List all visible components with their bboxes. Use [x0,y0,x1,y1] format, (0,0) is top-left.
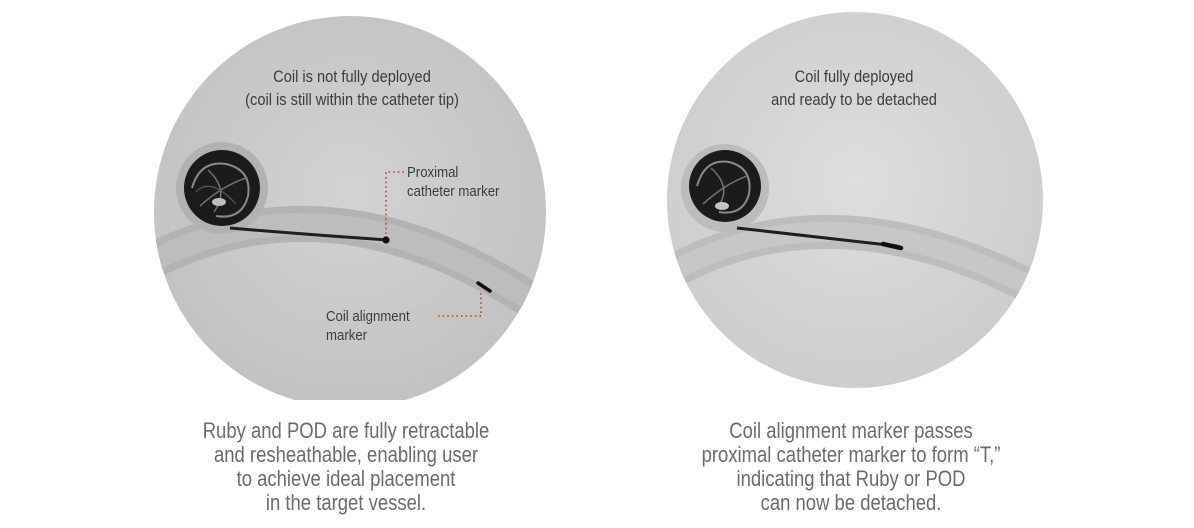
xray-circle [154,16,546,400]
alignment-marker-leader [438,292,482,317]
aligned-markers-t [880,241,904,251]
xray-view-deployed [667,12,1043,388]
xray-circle [667,12,1043,388]
headline-deployed: Coil fully deployed and ready to be deta… [771,67,937,109]
label-proximal-catheter-marker: Proximal catheter marker [407,164,500,200]
embolization-coil [689,150,761,222]
catheter-wire [736,226,898,248]
panel-not-deployed: Coil is not fully deployed (coil is stil… [154,16,546,515]
label-coil-alignment-marker: Coil alignment marker [326,308,410,344]
catheter-wire [229,226,389,242]
panel-deployed: Coil fully deployed and ready to be deta… [597,0,1194,528]
xray-view-not-deployed [154,16,546,400]
headline-not-deployed: Coil is not fully deployed (coil is stil… [245,67,459,109]
proximal-marker-leader [385,171,404,236]
caption-not-deployed: Ruby and POD are fully retractable and r… [202,418,490,515]
proximal-catheter-marker [382,236,390,244]
coil-alignment-marker [476,281,492,293]
caption-deployed: Coil alignment marker passes proximal ca… [701,418,1001,515]
embolization-coil [184,150,260,226]
